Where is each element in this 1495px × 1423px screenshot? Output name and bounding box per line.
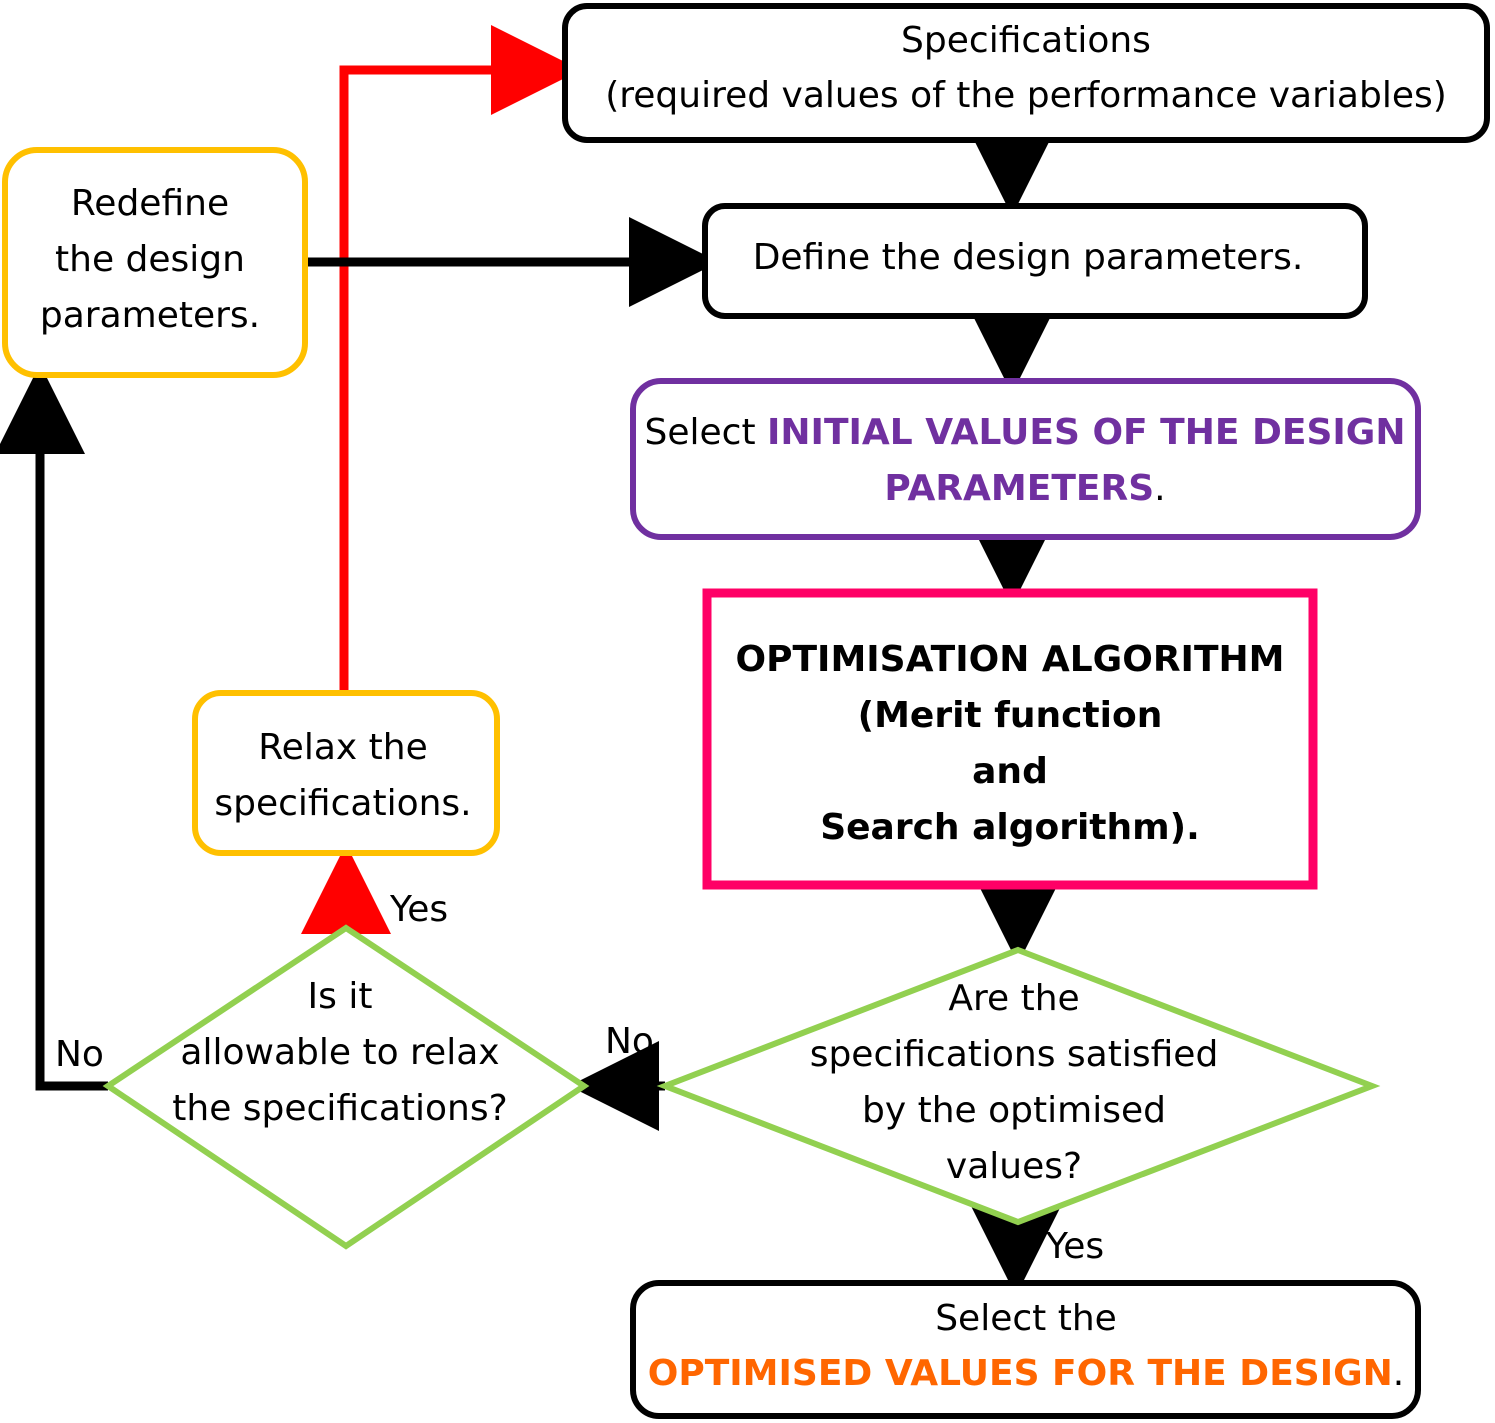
node-define-params: Define the design parameters. xyxy=(702,203,1368,319)
decision-relax-line1: Is it xyxy=(308,976,373,1017)
redefine-params-line3: parameters. xyxy=(40,295,260,336)
select-initial-line2: PARAMETERS. xyxy=(884,468,1165,509)
optimisation-line4: Search algorithm). xyxy=(820,807,1200,848)
select-optimised-highlight: OPTIMISED VALUES FOR THE DESIGN xyxy=(648,1353,1393,1394)
arrow-relax-to-specs xyxy=(339,25,581,690)
label-satisfied-no: No xyxy=(605,1021,654,1062)
label-satisfied-yes: Yes xyxy=(1045,1226,1104,1267)
connectors xyxy=(0,25,1063,1296)
select-optimised-line1: Select the xyxy=(935,1298,1117,1339)
select-initial-prefix: Select xyxy=(645,412,768,453)
specifications-line2: (required values of the performance vari… xyxy=(605,75,1447,116)
decision-satisfied-line3: by the optimised xyxy=(862,1090,1166,1131)
redefine-params-line1: Redefine xyxy=(71,183,229,224)
arrow-relax-no xyxy=(0,364,108,1091)
label-relax-yes: Yes xyxy=(389,889,448,930)
node-select-optimised: Select the OPTIMISED VALUES FOR THE DESI… xyxy=(630,1280,1421,1419)
optimisation-line2: (Merit function xyxy=(858,695,1163,736)
decision-relax-line2: allowable to relax xyxy=(180,1032,499,1073)
node-select-initial: Select INITIAL VALUES OF THE DESIGN PARA… xyxy=(630,378,1421,540)
select-optimised-suffix: . xyxy=(1393,1353,1404,1394)
node-optimisation: OPTIMISATION ALGORITHM (Merit function a… xyxy=(702,588,1318,890)
select-optimised-line2: OPTIMISED VALUES FOR THE DESIGN. xyxy=(648,1353,1405,1394)
decision-satisfied-line2: specifications satisfied xyxy=(810,1034,1219,1075)
specifications-line1: Specifications xyxy=(901,20,1151,61)
define-params-text: Define the design parameters. xyxy=(753,237,1304,278)
label-relax-no: No xyxy=(55,1034,104,1075)
node-relax-specs: Relax the specifications. xyxy=(192,690,500,856)
optimisation-line3: and xyxy=(972,751,1048,792)
decision-satisfied-line1: Are the xyxy=(948,978,1079,1019)
select-initial-suffix: . xyxy=(1154,468,1165,509)
decision-relax-line3: the specifications? xyxy=(172,1088,507,1129)
select-initial-highlight2: PARAMETERS xyxy=(884,468,1154,509)
decision-satisfied-line4: values? xyxy=(946,1146,1082,1187)
node-decision-relax: Is it allowable to relax the specificati… xyxy=(102,924,590,1250)
relax-specs-line1: Relax the xyxy=(258,727,427,768)
node-redefine-params: Redefine the design parameters. xyxy=(2,147,308,378)
select-initial-line1: Select INITIAL VALUES OF THE DESIGN xyxy=(645,412,1406,453)
optimisation-line1: OPTIMISATION ALGORITHM xyxy=(736,639,1285,680)
redefine-params-line2: the design xyxy=(55,239,245,280)
node-specifications: Specifications (required values of the p… xyxy=(562,3,1490,143)
select-initial-highlight1: INITIAL VALUES OF THE DESIGN xyxy=(767,412,1405,453)
node-decision-satisfied: Are the specifications satisfied by the … xyxy=(656,946,1381,1226)
relax-specs-line2: specifications. xyxy=(214,783,471,824)
